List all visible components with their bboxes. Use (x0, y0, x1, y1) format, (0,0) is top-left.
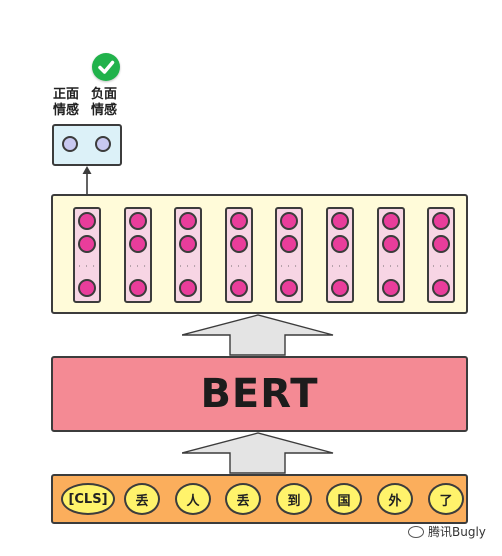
hidden-state-dot (129, 212, 147, 230)
hidden-state-dot (331, 235, 349, 253)
hidden-state-column: · · · (275, 207, 303, 303)
token: 外 (377, 483, 413, 515)
hidden-state-dot (78, 235, 96, 253)
hidden-state-dot (280, 279, 298, 297)
positive-label-line2: 情感 (52, 103, 79, 118)
hidden-state-dot (382, 212, 400, 230)
hidden-state-dot (382, 279, 400, 297)
hidden-state-dot (179, 235, 197, 253)
token-cls: [CLS] (61, 483, 115, 515)
hidden-state-dot (129, 279, 147, 297)
hidden-state-column: · · · (427, 207, 455, 303)
bert-label: BERT (200, 371, 319, 417)
negative-sentiment-label: 负面 情感 (87, 87, 121, 119)
hidden-state-dot (432, 279, 450, 297)
hidden-state-ellipsis: · · · (78, 262, 96, 271)
token: 丢 (124, 483, 160, 515)
hidden-state-dot (432, 235, 450, 253)
hidden-state-dot (382, 235, 400, 253)
hidden-state-ellipsis: · · · (230, 262, 248, 271)
token: 人 (175, 483, 211, 515)
bert-to-states-arrow (182, 314, 334, 356)
hidden-state-dot (78, 279, 96, 297)
positive-sentiment-label: 正面 情感 (49, 87, 83, 119)
hidden-state-dot (179, 279, 197, 297)
hidden-state-dot (432, 212, 450, 230)
checkmark-icon (92, 53, 120, 81)
hidden-state-ellipsis: · · · (432, 262, 450, 271)
token: 丢 (225, 483, 261, 515)
hidden-state-dot (280, 212, 298, 230)
hidden-state-column: · · · (174, 207, 202, 303)
hidden-state-ellipsis: · · · (382, 262, 400, 271)
hidden-state-column: · · · (124, 207, 152, 303)
hidden-state-column: · · · (73, 207, 101, 303)
hidden-state-ellipsis: · · · (280, 262, 298, 271)
hidden-state-ellipsis: · · · (129, 262, 147, 271)
bert-model-block: BERT (51, 356, 468, 432)
wechat-icon (408, 525, 424, 538)
token: 国 (326, 483, 362, 515)
positive-label-line1: 正面 (52, 87, 79, 102)
hidden-state-dot (280, 235, 298, 253)
hidden-state-dot (179, 212, 197, 230)
hidden-state-dot (78, 212, 96, 230)
hidden-state-dot (230, 212, 248, 230)
hidden-state-column: · · · (377, 207, 405, 303)
hidden-state-dot (331, 279, 349, 297)
watermark: 腾讯Bugly (408, 523, 486, 540)
negative-label-line1: 负面 (90, 87, 117, 102)
hidden-state-dot (230, 235, 248, 253)
hidden-state-column: · · · (225, 207, 253, 303)
tokens-to-bert-arrow (182, 432, 334, 474)
negative-output-node (95, 136, 111, 152)
hidden-state-dot (129, 235, 147, 253)
hidden-state-column: · · · (326, 207, 354, 303)
watermark-text: 腾讯Bugly (428, 525, 486, 539)
negative-label-line2: 情感 (90, 103, 117, 118)
hidden-states-panel (51, 194, 468, 314)
hidden-state-ellipsis: · · · (331, 262, 349, 271)
token: 到 (276, 483, 312, 515)
token: 了 (428, 483, 464, 515)
positive-output-node (62, 136, 78, 152)
hidden-state-dot (331, 212, 349, 230)
hidden-state-dot (230, 279, 248, 297)
hidden-state-ellipsis: · · · (179, 262, 197, 271)
